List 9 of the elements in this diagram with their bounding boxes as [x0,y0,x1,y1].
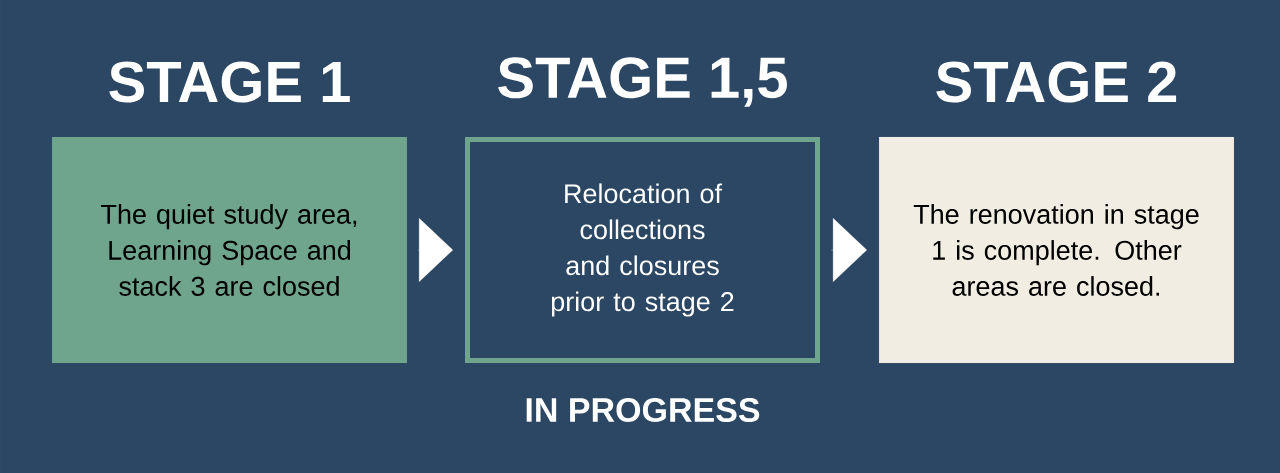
stage-heading: STAGE 1 [109,61,350,103]
chevron-arrow [417,218,453,282]
stage-heading: STAGE 1,5 [498,57,787,107]
stage-box: Relocation of collections and closures prior to stage 2 [465,137,820,363]
status-label: IN PROGRESS [526,397,760,422]
chevron-arrow [830,218,867,282]
stage-heading: STAGE 2 [936,61,1177,103]
stage-box: The renovation in stage 1 is complete. Other areas are closed. [879,137,1234,363]
stage-box: The quiet study area, Learning Space and stack 3 are closed [52,137,407,363]
